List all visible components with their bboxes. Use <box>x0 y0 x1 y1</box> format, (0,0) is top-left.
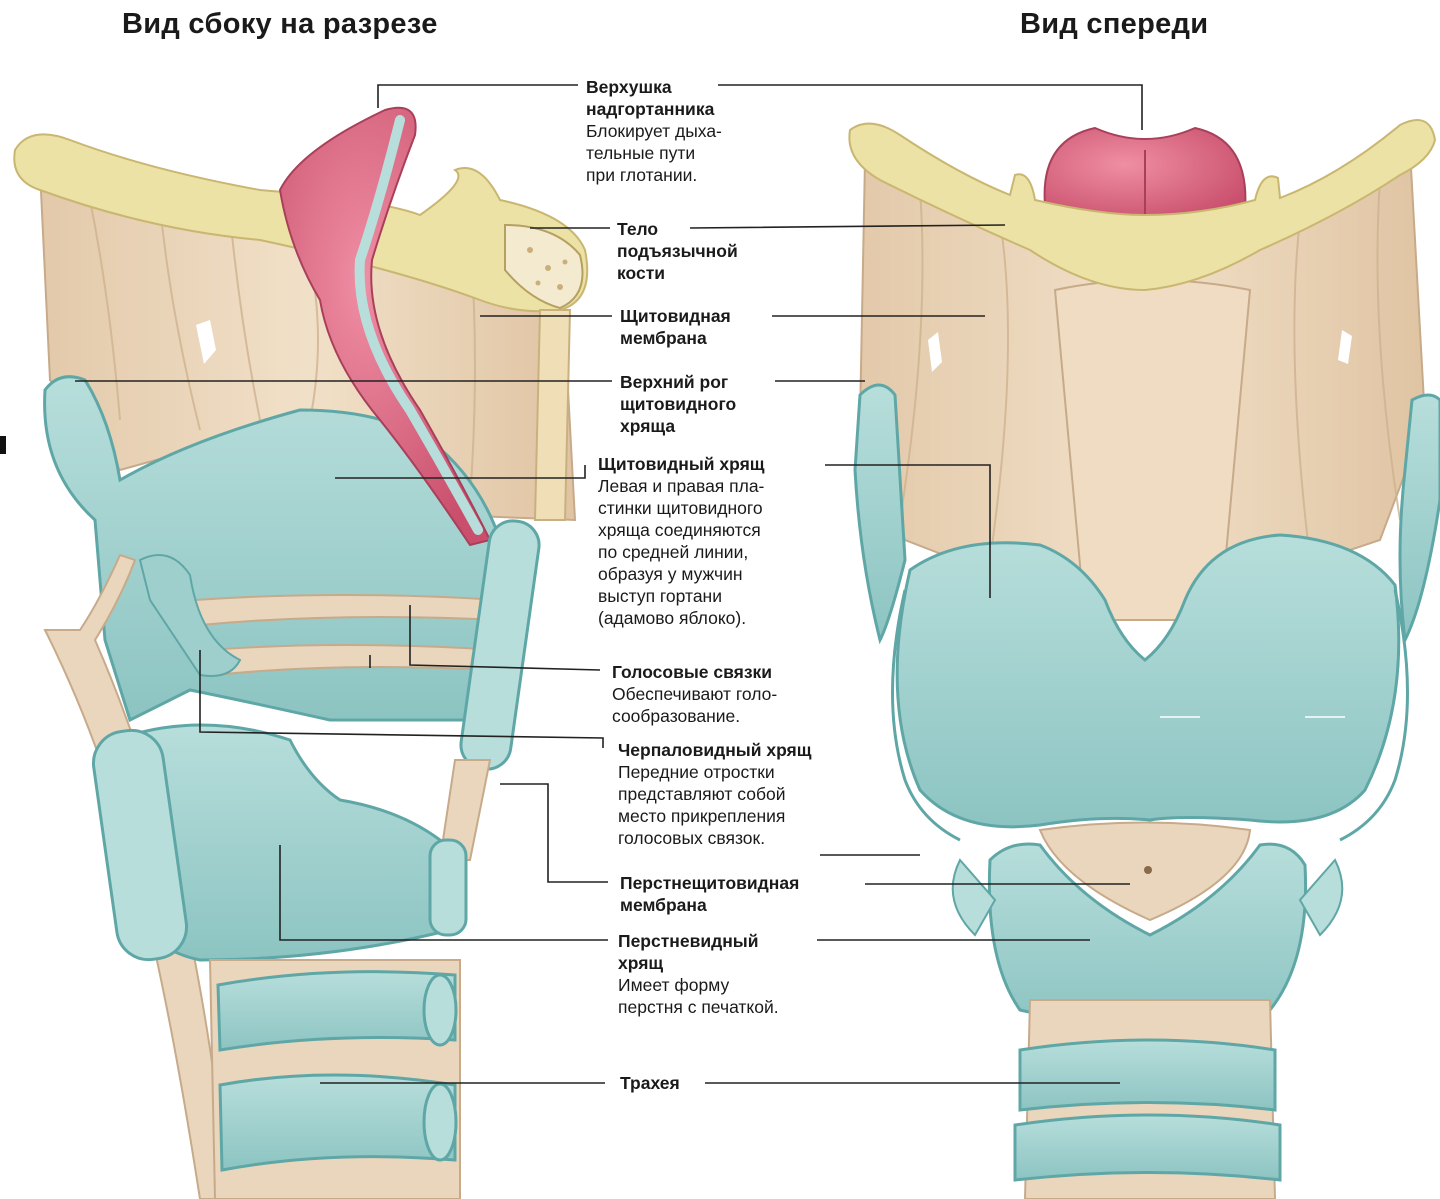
front-superior-horn-left <box>855 385 905 640</box>
label-vocal-cords-desc-2: сообразование. <box>612 705 777 727</box>
front-tracheal-ring-1 <box>1020 1040 1275 1110</box>
label-cricothyroid-title-2: мембрана <box>620 894 799 916</box>
label-thyroid-desc-3: хряща соединяются <box>598 519 765 541</box>
label-thyroid-desc-6: выступ гортани <box>598 585 765 607</box>
label-superior-horn: Верхний рог щитовидного хряща <box>620 371 736 437</box>
side-view <box>14 108 587 1199</box>
label-thyroid-desc-1: Левая и правая пла- <box>598 475 765 497</box>
label-arytenoid-desc-1: Передние отростки <box>618 761 812 783</box>
label-epiglottis-desc-3: при глотании. <box>586 164 722 186</box>
label-arytenoid-title: Черпаловидный хрящ <box>618 739 812 761</box>
side-tracheal-ring-2 <box>220 1075 455 1170</box>
label-cricoid-desc-1: Имеет форму <box>618 974 779 996</box>
label-hyoid-title-1: Тело <box>617 218 738 240</box>
label-cricoid-title-1: Перстневидный <box>618 930 779 952</box>
label-vocal-cords: Голосовые связки Обеспечивают голо- сооб… <box>612 661 777 727</box>
label-epiglottis: Верхушка надгортанника Блокирует дыха- т… <box>586 76 722 186</box>
label-epiglottis-desc-2: тельные пути <box>586 142 722 164</box>
label-thyroid-desc-2: стинки щитовидного <box>598 497 765 519</box>
label-arytenoid: Черпаловидный хрящ Передние отростки пре… <box>618 739 812 849</box>
label-trachea-title: Трахея <box>620 1072 680 1094</box>
label-thyroid-desc-4: по средней линии, <box>598 541 765 563</box>
label-epiglottis-title-2: надгортанника <box>586 98 722 120</box>
label-thyroid: Щитовидный хрящ Левая и правая пла- стин… <box>598 453 765 629</box>
label-thyrohyoid: Щитовидная мембрана <box>620 305 731 349</box>
side-tracheal-ring-1 <box>218 972 455 1050</box>
label-cricoid-title-2: хрящ <box>618 952 779 974</box>
label-cricoid: Перстневидный хрящ Имеет форму перстня с… <box>618 930 779 1018</box>
leader-epiglottis <box>378 85 1142 130</box>
label-cricoid-desc-2: перстня с печаткой. <box>618 996 779 1018</box>
label-cricothyroid-title-1: Перстнещитовидная <box>620 872 799 894</box>
label-thyroid-desc-5: образуя у мужчин <box>598 563 765 585</box>
label-trachea: Трахея <box>620 1072 680 1094</box>
label-epiglottis-desc-1: Блокирует дыха- <box>586 120 722 142</box>
label-hyoid-title-2: подъязычной <box>617 240 738 262</box>
label-superior-horn-title-1: Верхний рог <box>620 371 736 393</box>
label-hyoid: Тело подъязычной кости <box>617 218 738 284</box>
front-view <box>849 120 1440 1199</box>
label-vocal-cords-desc-1: Обеспечивают голо- <box>612 683 777 705</box>
front-tracheal-ring-2 <box>1015 1115 1280 1180</box>
label-superior-horn-title-3: хряща <box>620 415 736 437</box>
label-thyroid-title: Щитовидный хрящ <box>598 453 765 475</box>
label-thyroid-desc-7: (адамово яблоко). <box>598 607 765 629</box>
label-arytenoid-desc-4: голосовых связок. <box>618 827 812 849</box>
label-hyoid-title-3: кости <box>617 262 738 284</box>
front-view-title: Вид спереди <box>1020 8 1208 41</box>
label-epiglottis-title-1: Верхушка <box>586 76 722 98</box>
label-arytenoid-desc-2: представляют собой <box>618 783 812 805</box>
label-arytenoid-desc-3: место прикрепления <box>618 805 812 827</box>
side-view-title: Вид сбоку на разрезе <box>122 8 438 41</box>
label-thyrohyoid-title-2: мембрана <box>620 327 731 349</box>
label-superior-horn-title-2: щитовидного <box>620 393 736 415</box>
label-vocal-cords-title: Голосовые связки <box>612 661 777 683</box>
side-anterior-tissue <box>535 310 570 520</box>
label-thyrohyoid-title-1: Щитовидная <box>620 305 731 327</box>
cropped-edge-mark <box>0 436 6 454</box>
label-cricothyroid: Перстнещитовидная мембрана <box>620 872 799 916</box>
